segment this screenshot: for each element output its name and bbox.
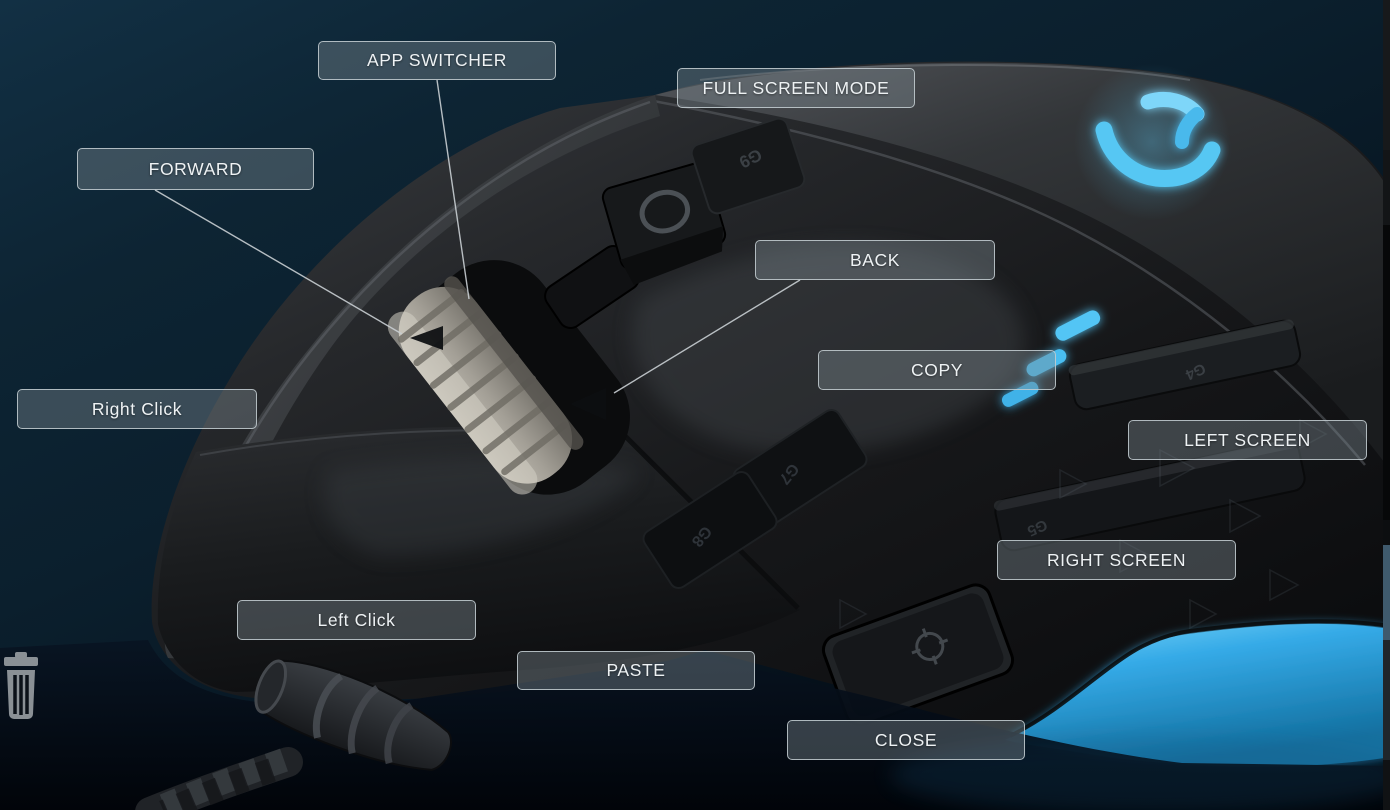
assignment-label-forward[interactable]: FORWARD	[77, 148, 314, 190]
g4-engraving: G4	[1182, 360, 1208, 384]
back-leader-line	[613, 279, 801, 394]
sniper-target-icon	[911, 628, 949, 665]
trash-icon[interactable]	[4, 652, 38, 719]
accent-seam	[1009, 619, 1390, 738]
assignment-label-left-click[interactable]: Left Click	[237, 600, 476, 640]
circle-glyph-icon	[639, 189, 691, 234]
logitech-g-logo	[1074, 64, 1230, 220]
assignment-label-paste[interactable]: PASTE	[517, 651, 755, 690]
right-edge-strip	[1383, 0, 1390, 810]
app-switcher-leader-line	[436, 79, 470, 300]
cable	[135, 659, 453, 810]
left-click-plate[interactable]	[157, 426, 801, 692]
forward-arrow-mark	[410, 326, 443, 350]
back-arrow-mark	[570, 388, 606, 420]
assignment-label-app-switcher[interactable]: APP SWITCHER	[318, 41, 556, 80]
sniper-button[interactable]	[819, 581, 1017, 730]
blue-accent-trim	[1005, 623, 1390, 767]
assignment-label-right-click[interactable]: Right Click	[17, 389, 257, 429]
accent-floor-glow	[890, 735, 1390, 810]
assignment-label-copy[interactable]: COPY	[818, 350, 1056, 390]
deck-sheen	[632, 245, 1025, 454]
assignment-label-right-screen[interactable]: RIGHT SCREEN	[997, 540, 1236, 580]
leader-lines	[154, 79, 801, 394]
g5-button[interactable]: G5	[993, 437, 1307, 552]
g8-button[interactable]: G8	[640, 469, 780, 592]
assignment-label-left-screen[interactable]: LEFT SCREEN	[1128, 420, 1367, 460]
assignment-label-close[interactable]: CLOSE	[787, 720, 1025, 760]
triangle-texture	[839, 418, 1328, 630]
g4-button[interactable]: G4	[1068, 319, 1303, 412]
assignment-label-back[interactable]: BACK	[755, 240, 995, 280]
forward-leader-line	[154, 189, 403, 335]
dpi-indicator-leds	[1001, 310, 1101, 407]
assignment-label-full-screen-mode[interactable]: FULL SCREEN MODE	[677, 68, 915, 108]
wheel-mode-button[interactable]	[601, 161, 732, 287]
g9-button[interactable]: G9	[689, 116, 806, 215]
g5-engraving: G5	[1025, 516, 1050, 540]
